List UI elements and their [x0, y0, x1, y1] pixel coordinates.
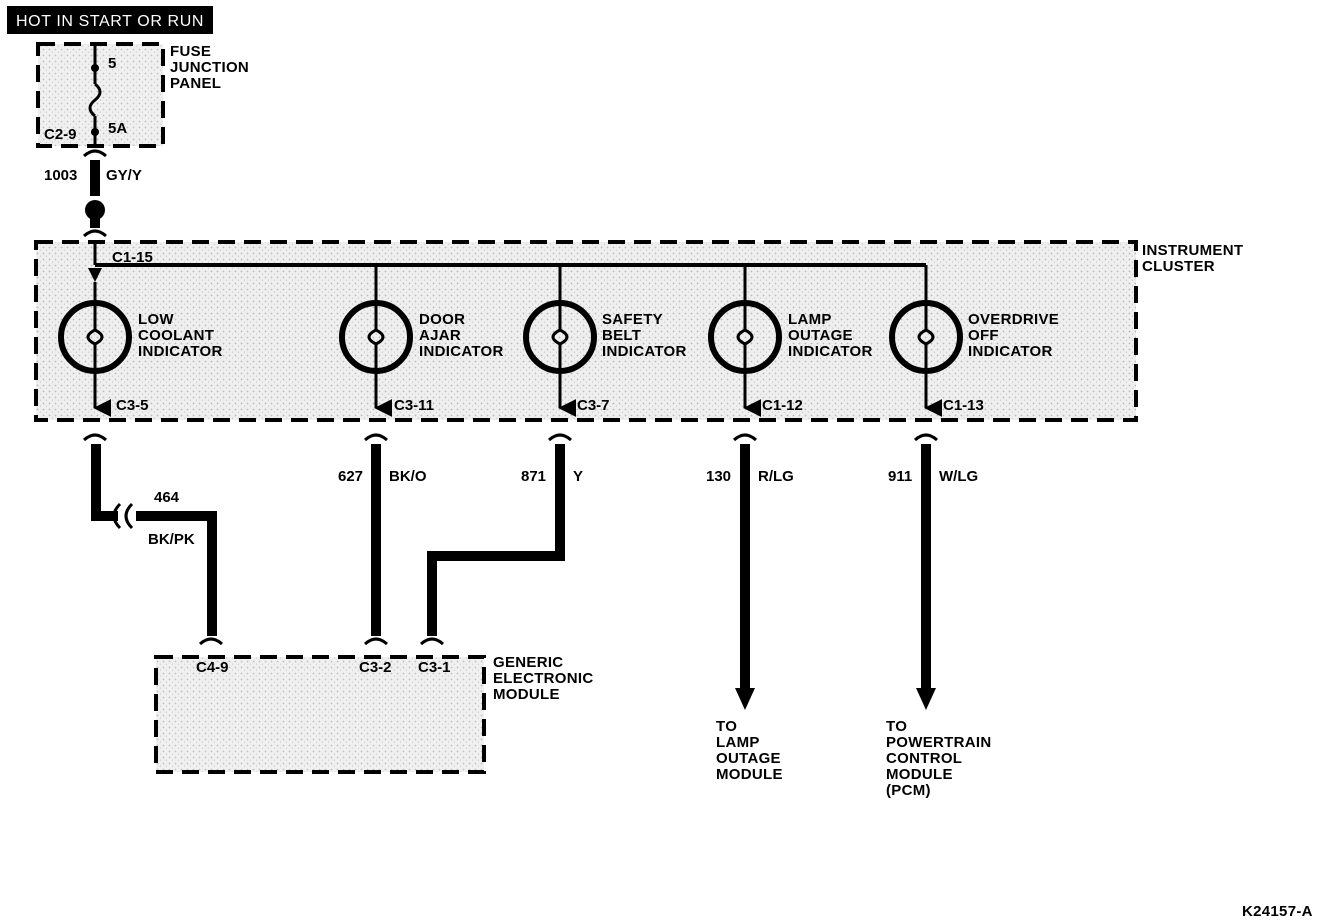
door-ajar-label-1: DOOR [419, 311, 465, 328]
wire-130-circuit: 130 [706, 468, 731, 485]
fuse-panel-title-1: FUSE [170, 43, 211, 60]
gem-title-1: GENERIC [493, 654, 563, 671]
lamp-dest-3: OUTAGE [716, 750, 781, 767]
power-status-text: HOT IN START OR RUN [16, 13, 204, 30]
lamp-dest-4: MODULE [716, 766, 783, 783]
door-ajar-indicator: DOOR AJAR INDICATOR C3-11 [339, 265, 504, 417]
pcm-destination: TO POWERTRAIN CONTROL MODULE (PCM) [886, 718, 992, 799]
overdrive-off-indicator: OVERDRIVE OFF INDICATOR C1-13 [889, 265, 1059, 417]
wire-871: 871 Y [419, 433, 583, 646]
safety-belt-indicator: SAFETY BELT INDICATOR C3-7 [523, 265, 687, 417]
lamp-outage-connector: C1-12 [762, 397, 803, 414]
door-ajar-label-2: AJAR [419, 327, 461, 344]
wire-464-circuit: 464 [154, 489, 180, 506]
lamp-dest-1: TO [716, 718, 737, 735]
lamp-outage-label-2: OUTAGE [788, 327, 853, 344]
safety-belt-label-3: INDICATOR [602, 343, 687, 360]
feed-wire-color: GY/Y [106, 167, 142, 184]
cluster-title-1: INSTRUMENT [1142, 242, 1243, 259]
low-coolant-label-1: LOW [138, 311, 174, 328]
wire-911-color: W/LG [939, 468, 978, 485]
generic-electronic-module: C4-9 C3-2 C3-1 GENERIC ELECTRONIC MODULE [154, 654, 594, 774]
wire-464-color: BK/PK [148, 531, 195, 548]
safety-belt-label-2: BELT [602, 327, 641, 344]
wire-627-color: BK/O [389, 468, 427, 485]
wire-911-circuit: 911 [888, 468, 912, 485]
door-ajar-connector: C3-11 [394, 397, 434, 414]
wire-627: 627 BK/O [338, 433, 427, 646]
gem-title-2: ELECTRONIC [493, 670, 594, 687]
lamp-outage-label-1: LAMP [788, 311, 832, 328]
lamp-outage-label-3: INDICATOR [788, 343, 873, 360]
feed-wire-circuit: 1003 [44, 167, 77, 184]
gem-connector-c4-9: C4-9 [196, 659, 229, 676]
instrument-cluster: C1-15 INSTRUMENT CLUSTER LOW COOLANT IND… [34, 240, 1243, 422]
wire-871-color: Y [573, 468, 583, 485]
fuse-panel-title-3: PANEL [170, 75, 221, 92]
low-coolant-label-2: COOLANT [138, 327, 214, 344]
overdrive-off-label-1: OVERDRIVE [968, 311, 1059, 328]
low-coolant-connector: C3-5 [116, 397, 149, 414]
pcm-dest-2: POWERTRAIN [886, 734, 992, 751]
figure-id: K24157-A [1242, 903, 1313, 920]
fuse-junction-panel: 5 5A C2-9 FUSE JUNCTION PANEL [36, 42, 249, 148]
lamp-dest-2: LAMP [716, 734, 760, 751]
low-coolant-label-3: INDICATOR [138, 343, 223, 360]
wire-627-circuit: 627 [338, 468, 363, 485]
pcm-dest-1: TO [886, 718, 907, 735]
fuse-panel-title-2: JUNCTION [170, 59, 249, 76]
gem-title-3: MODULE [493, 686, 560, 703]
wire-130: 130 R/LG [706, 433, 794, 710]
feed-wire-1003: 1003 GY/Y [44, 149, 142, 238]
pcm-dest-5: (PCM) [886, 782, 931, 799]
wire-911: 911 W/LG [888, 433, 978, 710]
wire-464: 464 BK/PK [82, 433, 224, 646]
pcm-dest-3: CONTROL [886, 750, 962, 767]
safety-belt-connector: C3-7 [577, 397, 610, 414]
cluster-title-2: CLUSTER [1142, 258, 1215, 275]
safety-belt-label-1: SAFETY [602, 311, 663, 328]
fuse-panel-connector: C2-9 [44, 126, 77, 143]
door-ajar-label-3: INDICATOR [419, 343, 504, 360]
cluster-feed-connector: C1-15 [112, 249, 153, 266]
wire-130-color: R/LG [758, 468, 794, 485]
overdrive-off-label-3: INDICATOR [968, 343, 1053, 360]
overdrive-off-label-2: OFF [968, 327, 999, 344]
fuse-rating: 5A [108, 120, 127, 137]
power-status-tag: HOT IN START OR RUN [7, 6, 213, 34]
lamp-outage-indicator: LAMP OUTAGE INDICATOR C1-12 [708, 265, 873, 417]
wire-871-circuit: 871 [521, 468, 546, 485]
low-coolant-indicator: LOW COOLANT INDICATOR C3-5 [58, 282, 223, 417]
gem-connector-c3-1: C3-1 [418, 659, 451, 676]
fuse-number: 5 [108, 55, 116, 72]
overdrive-off-connector: C1-13 [943, 397, 984, 414]
pcm-dest-4: MODULE [886, 766, 953, 783]
gem-connector-c3-2: C3-2 [359, 659, 392, 676]
lamp-outage-destination: TO LAMP OUTAGE MODULE [716, 718, 783, 783]
